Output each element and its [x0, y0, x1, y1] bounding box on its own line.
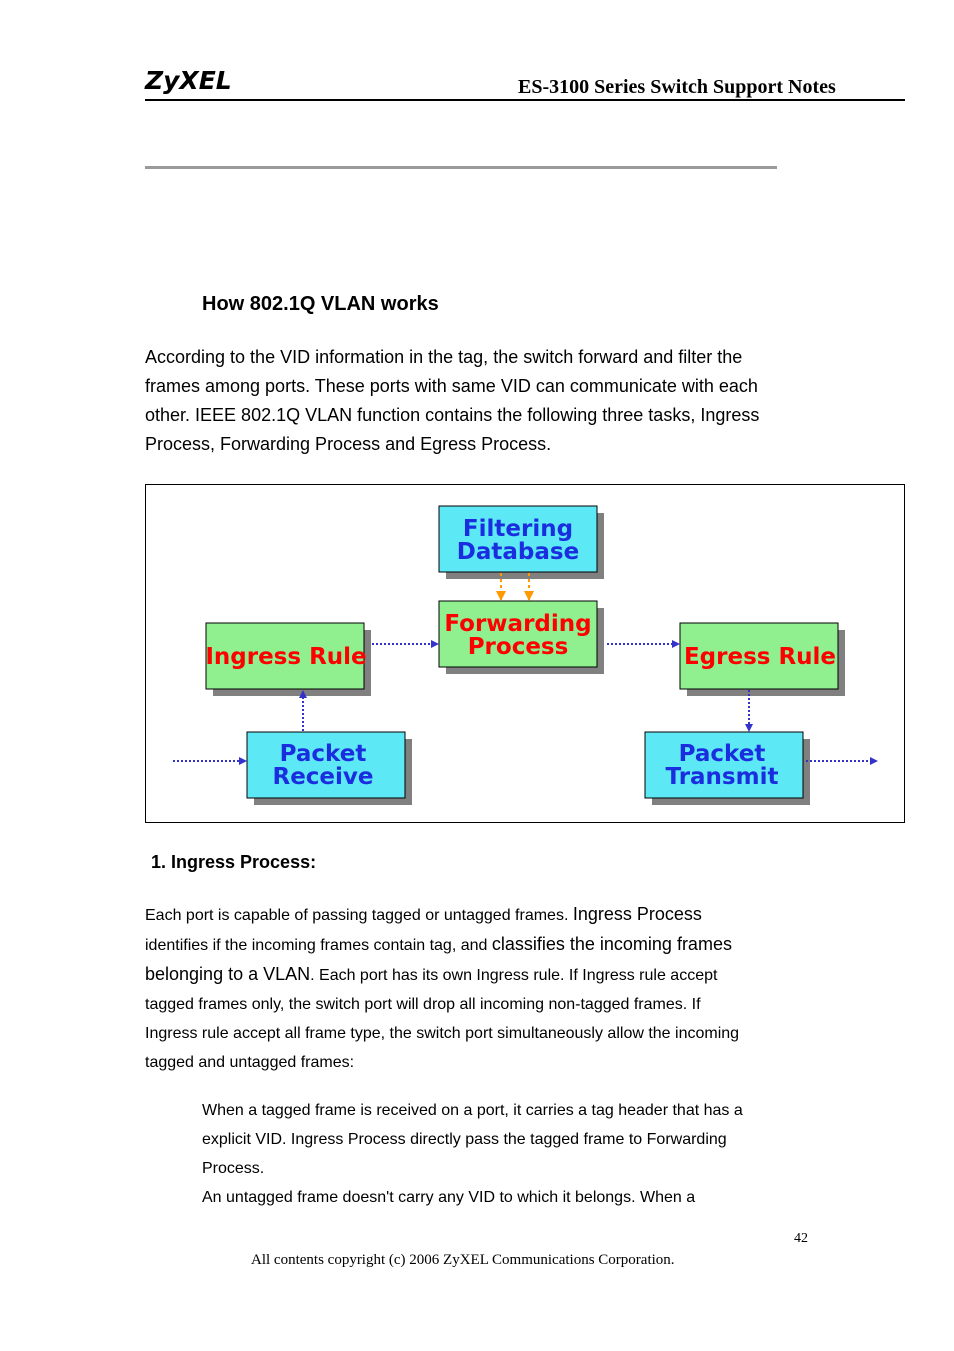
- text-segment: identifies if the incoming frames contai…: [145, 937, 492, 954]
- packet-receive-label-2: Receive: [272, 764, 373, 790]
- forwarding-process-box: Forwarding Process: [438, 600, 604, 674]
- intro-line: other. IEEE 802.1Q VLAN function contain…: [145, 405, 760, 425]
- ingress-rule-box: Ingress Rule: [205, 622, 371, 696]
- egress-rule-label: Egress Rule: [684, 644, 836, 670]
- ingress-rule-label: Ingress Rule: [205, 644, 366, 670]
- paragraph-line: tagged and untagged frames:: [145, 1054, 355, 1071]
- paragraph-line: tagged frames only, the switch port will…: [145, 996, 701, 1013]
- ingress-paragraph: Each port is capable of passing tagged o…: [145, 900, 825, 1077]
- filtering-database-box: Filtering Database: [438, 505, 604, 579]
- text-segment: Ingress Process: [572, 904, 702, 924]
- intro-paragraph: According to the VID information in the …: [145, 343, 825, 459]
- packet-transmit-box: Packet Transmit: [644, 731, 810, 805]
- egress-rule-box: Egress Rule: [679, 622, 845, 696]
- detail-line: Process.: [202, 1160, 265, 1177]
- paragraph-line: Ingress rule accept all frame type, the …: [145, 1025, 740, 1042]
- copyright-notice: All contents copyright (c) 2006 ZyXEL Co…: [251, 1252, 675, 1268]
- forwarding-process-label-1: Forwarding: [444, 611, 591, 637]
- packet-receive-label-1: Packet: [280, 741, 367, 767]
- zyxel-logo: ZyXEL: [145, 66, 232, 95]
- text-segment: Each port is capable of passing tagged o…: [145, 907, 573, 924]
- detail-line: explicit VID. Ingress Process directly p…: [202, 1131, 727, 1148]
- packet-transmit-label-2: Transmit: [666, 764, 779, 790]
- ingress-details: When a tagged frame is received on a por…: [202, 1096, 822, 1212]
- forwarding-process-label-2: Process: [468, 634, 569, 660]
- detail-line: An untagged frame doesn't carry any VID …: [202, 1189, 696, 1206]
- paragraph-line: identifies if the incoming frames contai…: [145, 930, 825, 960]
- intro-line: According to the VID information in the …: [145, 347, 743, 367]
- detail-line: When a tagged frame is received on a por…: [202, 1102, 743, 1119]
- paragraph-line: belonging to a VLAN. Each port has its o…: [145, 960, 825, 990]
- vlan-process-diagram: Filtering Database Forwarding Process In…: [145, 484, 905, 823]
- divider-rule: [145, 166, 777, 169]
- text-segment: . Each port has its own Ingress rule. If…: [310, 967, 718, 984]
- text-segment: classifies the incoming frames: [491, 934, 732, 954]
- diagram-canvas: Filtering Database Forwarding Process In…: [173, 505, 878, 805]
- section-title: How 802.1Q VLAN works: [202, 293, 439, 315]
- page-number: 42: [794, 1231, 808, 1246]
- paragraph-line: Each port is capable of passing tagged o…: [145, 900, 825, 930]
- text-segment: belonging to a VLAN: [145, 964, 311, 984]
- header-title: ES-3100 Series Switch Support Notes: [518, 76, 836, 98]
- ingress-process-title: 1. Ingress Process:: [151, 852, 317, 872]
- header-rule: [145, 99, 905, 101]
- filtering-database-label-1: Filtering: [463, 516, 573, 542]
- filtering-database-label-2: Database: [457, 539, 579, 565]
- packet-transmit-label-1: Packet: [679, 741, 766, 767]
- intro-line: Process, Forwarding Process and Egress P…: [145, 434, 552, 454]
- packet-receive-box: Packet Receive: [246, 731, 412, 805]
- intro-line: frames among ports. These ports with sam…: [145, 376, 758, 396]
